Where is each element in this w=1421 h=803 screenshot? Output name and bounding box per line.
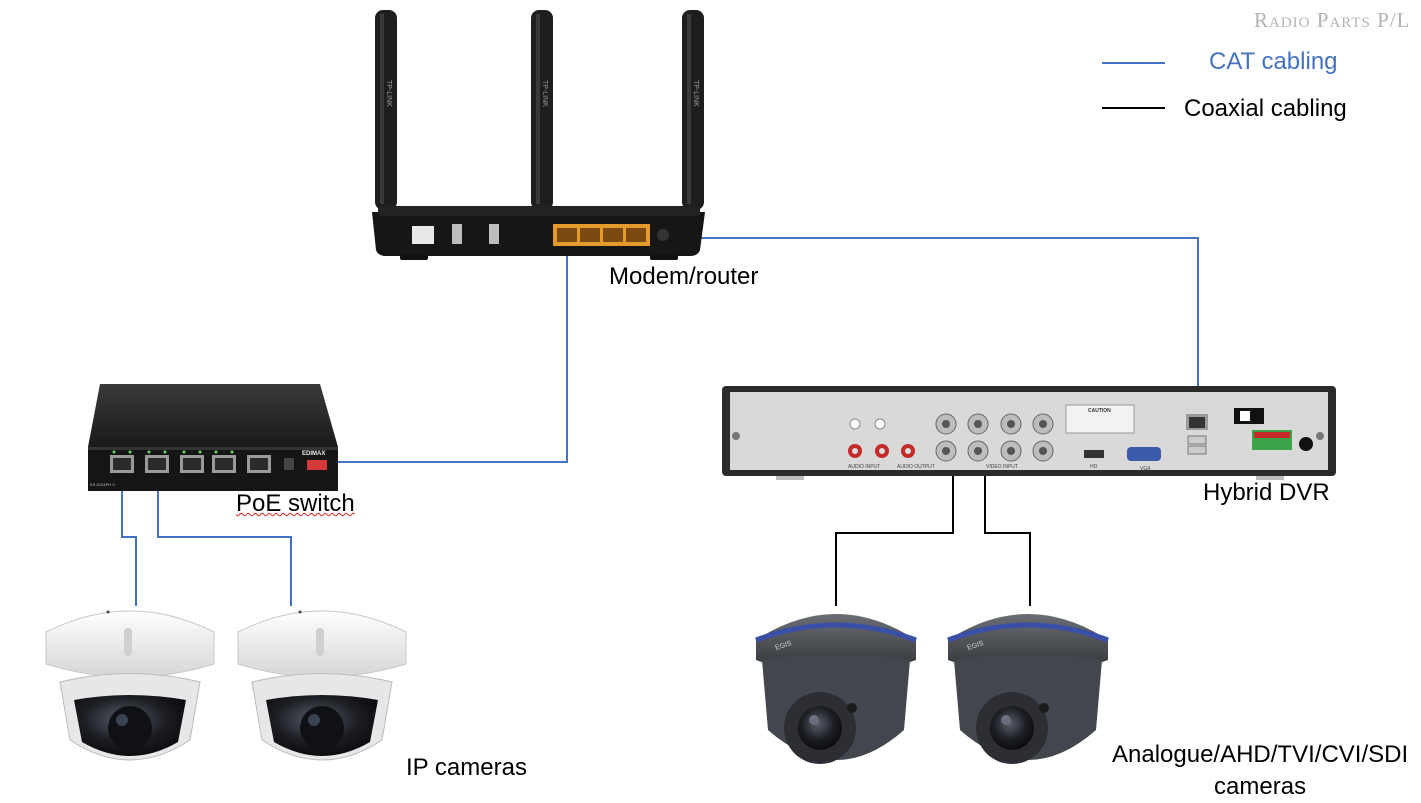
cable-switch-to-ipcam-1 (121, 470, 137, 606)
dvr-label: Hybrid DVR (1203, 479, 1330, 506)
cable-router-to-switch (335, 238, 568, 463)
coax-cables (835, 460, 1031, 606)
dvr-audio-output-text: AUDIO OUTPUT (897, 464, 935, 470)
router-lan-ports (553, 224, 650, 246)
dvr-caution-text: CAUTION (1088, 408, 1111, 414)
dvr-vga-text: VGA (1140, 466, 1151, 472)
switch-brand-text: EDIMAX (302, 451, 325, 457)
dvr-usb-port (1187, 435, 1207, 445)
analogue-cameras-label-line2: cameras (1214, 773, 1307, 800)
dvr-power-jack (1299, 437, 1313, 451)
router-phone-port (412, 226, 434, 244)
router-antenna: TP-LINK (531, 10, 553, 210)
switch-model-text: ES-5104PH V (90, 482, 115, 487)
router-device: TP-LINK TP-LINK TP-LINK (372, 10, 705, 260)
router-brand-text: TP-LINK (385, 80, 392, 107)
dvr-caution-label (1065, 404, 1135, 434)
router-usb-port (489, 224, 499, 244)
cable-switch-to-ipcam-2 (157, 470, 292, 606)
switch-ports (110, 450, 271, 473)
dvr-audio-ports: AUDIO INPUT AUDIO OUTPUT (848, 418, 935, 470)
cat-cables (121, 237, 1199, 606)
dvr-hdmi-port (1084, 450, 1104, 458)
router-label: Modem/router (609, 263, 759, 290)
router-antenna: TP-LINK (682, 10, 704, 210)
analogue-camera: EGIS (947, 614, 1109, 764)
poe-switch-label-text: PoE switch (236, 490, 355, 517)
ip-cameras-label: IP cameras (406, 754, 527, 781)
dvr-hdmi-text: HD (1090, 464, 1098, 470)
ip-camera (45, 610, 215, 761)
dvr-device: AUDIO INPUT AUDIO OUTPUT VIDEO INPUT CAU… (722, 386, 1336, 480)
analogue-camera: EGIS (755, 614, 917, 764)
ip-camera (237, 610, 407, 761)
analogue-cameras-label: Analogue/AHD/TVI/CVI/SDI cameras (1112, 739, 1408, 803)
cable-dvr-to-analogue-cam-1 (835, 460, 954, 606)
dvr-audio-input-text: AUDIO INPUT (848, 464, 880, 470)
watermark: Radio Parts P/L (1254, 8, 1411, 32)
router-brand-text: TP-LINK (541, 80, 548, 107)
camera-brand-text: EGIS (966, 640, 984, 652)
router-antenna: TP-LINK (375, 10, 397, 210)
legend-coax-label: Coaxial cabling (1184, 95, 1347, 122)
switch-dip-switch (307, 460, 327, 470)
cable-router-to-dvr (660, 237, 1199, 418)
legend-cat-label: CAT cabling (1209, 48, 1338, 75)
cable-dvr-to-analogue-cam-2 (984, 460, 1031, 606)
dvr-vga-port (1127, 447, 1161, 461)
dvr-video-input-text: VIDEO INPUT (986, 464, 1018, 470)
camera-brand-text: EGIS (774, 640, 792, 652)
dvr-bnc-ports: VIDEO INPUT (935, 413, 1054, 470)
analogue-cameras-label-line1: Analogue/AHD/TVI/CVI/SDI (1112, 741, 1409, 768)
poe-switch-label: PoE switch (236, 490, 355, 518)
poe-switch-device: EDIMAX ES-5104PH V (88, 384, 338, 491)
router-usb-port (452, 224, 462, 244)
router-brand-text: TP-LINK (692, 80, 699, 107)
router-power-port (657, 229, 669, 241)
